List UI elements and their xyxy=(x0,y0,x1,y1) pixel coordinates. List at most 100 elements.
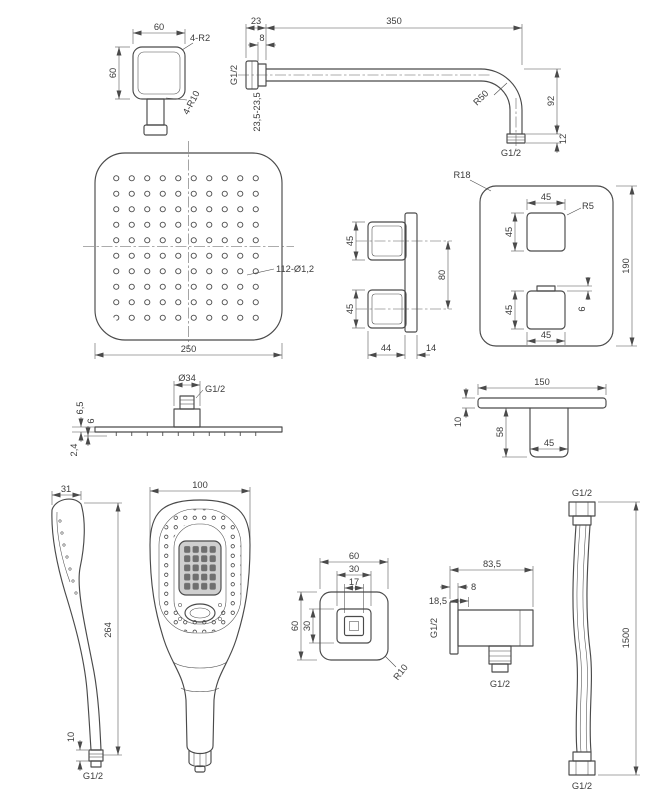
escutcheon-nut xyxy=(143,124,168,136)
shower-arm-dimensions xyxy=(245,24,561,153)
hand-front-ring1 xyxy=(158,508,242,634)
hand-side-face-dots xyxy=(58,519,78,595)
dim-arm-drop: 92 xyxy=(546,96,556,106)
label-arm-thread-wall: G1/2 xyxy=(229,65,239,85)
dim-head-side-c: 2,4 xyxy=(69,444,79,457)
outlet-side-flange xyxy=(449,601,459,655)
dim-trim-height: 190 xyxy=(621,258,631,274)
outlet-front-plate xyxy=(319,591,389,661)
dim-outlet-front-mid-height: 30 xyxy=(302,621,312,631)
label-hand-side-thread: G1/2 xyxy=(83,771,103,781)
head-side-dimensions xyxy=(72,381,204,446)
trim-plate xyxy=(479,185,614,347)
outlet-side-dimensions xyxy=(440,566,534,607)
dim-head-side-diameter: Ø34 xyxy=(178,373,196,383)
hose-edge-right xyxy=(586,524,593,753)
dim-valve-body: 14 xyxy=(426,343,436,353)
hand-front-ring2 xyxy=(173,523,227,625)
outlet-front-opening xyxy=(349,621,359,631)
dim-head-side-b: 6 xyxy=(86,418,96,423)
view-head-side: Ø34 G1/2 6,5 6 2,4 xyxy=(69,373,283,457)
hand-front-nub xyxy=(194,765,206,773)
hand-front-pad-nozzles xyxy=(183,545,217,591)
escutcheon-dimensions xyxy=(115,29,194,101)
hand-side-tip xyxy=(90,760,102,768)
outlet-side-pipe xyxy=(488,645,512,665)
escutcheon-inner-line xyxy=(137,51,181,95)
label-trim-corner-radius: R18 xyxy=(453,170,470,180)
dim-valve-knob-width: 44 xyxy=(381,343,391,353)
view-shower-arm: 23 8 350 G1/2 23,5-23,5 R50 92 12 G1/2 xyxy=(229,16,568,158)
dim-valve-knob-top: 45 xyxy=(345,236,355,246)
outlet-front-mid-square xyxy=(336,608,372,644)
dim-trim-sq1-width: 45 xyxy=(541,192,551,202)
hand-front-button-inner xyxy=(189,607,211,619)
label-head-holes: 112-Ø1,2 xyxy=(276,264,314,274)
dim-valve-spacing: 80 xyxy=(437,270,447,280)
head-side-collar xyxy=(173,408,201,428)
arm-bend-outer xyxy=(480,68,523,135)
hand-side-face-line xyxy=(56,511,71,583)
dim-arm-offset: 23 xyxy=(251,16,261,26)
dim-hand-side-tip: 10 xyxy=(66,732,76,742)
bracket-dimensions xyxy=(462,384,607,458)
outlet-side-body xyxy=(457,609,534,647)
label-trim-square-radius: R5 xyxy=(582,201,594,211)
dim-bracket-block: 45 xyxy=(544,438,554,448)
dim-bracket-thickness: 10 xyxy=(453,417,463,427)
view-escutcheon: 60 60 4-R2 4-R10 xyxy=(108,22,210,136)
dim-trim-tab: 6 xyxy=(577,306,587,311)
head-side-thread xyxy=(179,395,195,410)
trim-square-bottom xyxy=(526,290,566,330)
hand-front-dimensions xyxy=(149,487,251,540)
label-hose-thread-top: G1/2 xyxy=(572,488,592,498)
valve-dimensions xyxy=(352,221,451,359)
valve-knob-top xyxy=(367,221,407,261)
dim-outlet-side-offset: 18,5 xyxy=(429,596,447,606)
dim-hand-side-width: 31 xyxy=(61,484,71,494)
hose-nut-bottom xyxy=(568,760,596,776)
trim-square-top xyxy=(526,212,566,252)
hose-edge-left xyxy=(572,524,579,753)
dim-outlet-front-width: 60 xyxy=(349,551,359,561)
dim-valve-knob-bottom: 45 xyxy=(345,304,355,314)
label-head-side-thread: G1/2 xyxy=(205,384,225,394)
trim-lever-tab xyxy=(536,285,556,292)
dim-arm-collar: 8 xyxy=(259,33,264,43)
outlet-front-inner-square xyxy=(343,615,365,637)
view-bracket: 150 10 58 45 xyxy=(453,377,607,458)
hose-collar-top xyxy=(572,515,592,526)
label-hose-thread-bottom: G1/2 xyxy=(572,781,592,791)
hand-side-outline xyxy=(51,498,102,751)
dim-outlet-side-total: 83,5 xyxy=(483,559,501,569)
view-hose: G1/2 1500 G1/2 xyxy=(568,488,640,791)
dim-trim-sq2-height: 45 xyxy=(504,305,514,315)
dim-bracket-width: 150 xyxy=(534,377,550,387)
head-top-dimensions xyxy=(94,268,283,359)
hand-front-neck-line1 xyxy=(172,661,228,669)
hand-front-neck-line2 xyxy=(180,687,220,693)
head-side-plate xyxy=(94,426,283,433)
view-hand-side: 31 264 10 G1/2 xyxy=(51,484,122,781)
outlet-front-dimensions xyxy=(297,558,397,668)
label-escutcheon-corner-radius: 4-R2 xyxy=(190,33,210,43)
label-outlet-side-thread-out: G1/2 xyxy=(490,679,510,689)
dim-head-width: 250 xyxy=(181,344,197,354)
dim-arm-thread: 12 xyxy=(558,134,568,144)
trim-plate-dimensions xyxy=(469,179,637,347)
head-side-nozzles xyxy=(109,432,268,436)
hand-front-button-outer xyxy=(184,603,216,623)
bracket-block xyxy=(529,407,569,458)
dim-head-side-a: 6,5 xyxy=(75,402,85,415)
dim-hose-length: 1500 xyxy=(621,628,631,649)
hose-dimensions xyxy=(598,501,640,776)
dim-trim-sq2-width: 45 xyxy=(541,330,551,340)
dim-outlet-front-height: 60 xyxy=(290,621,300,631)
dim-outlet-front-mid: 30 xyxy=(349,564,359,574)
dim-outlet-side-flange: 8 xyxy=(471,582,476,592)
dim-hand-front-width: 100 xyxy=(192,480,208,490)
bracket-shelf xyxy=(477,397,607,409)
view-hand-front: 100 xyxy=(149,480,251,773)
